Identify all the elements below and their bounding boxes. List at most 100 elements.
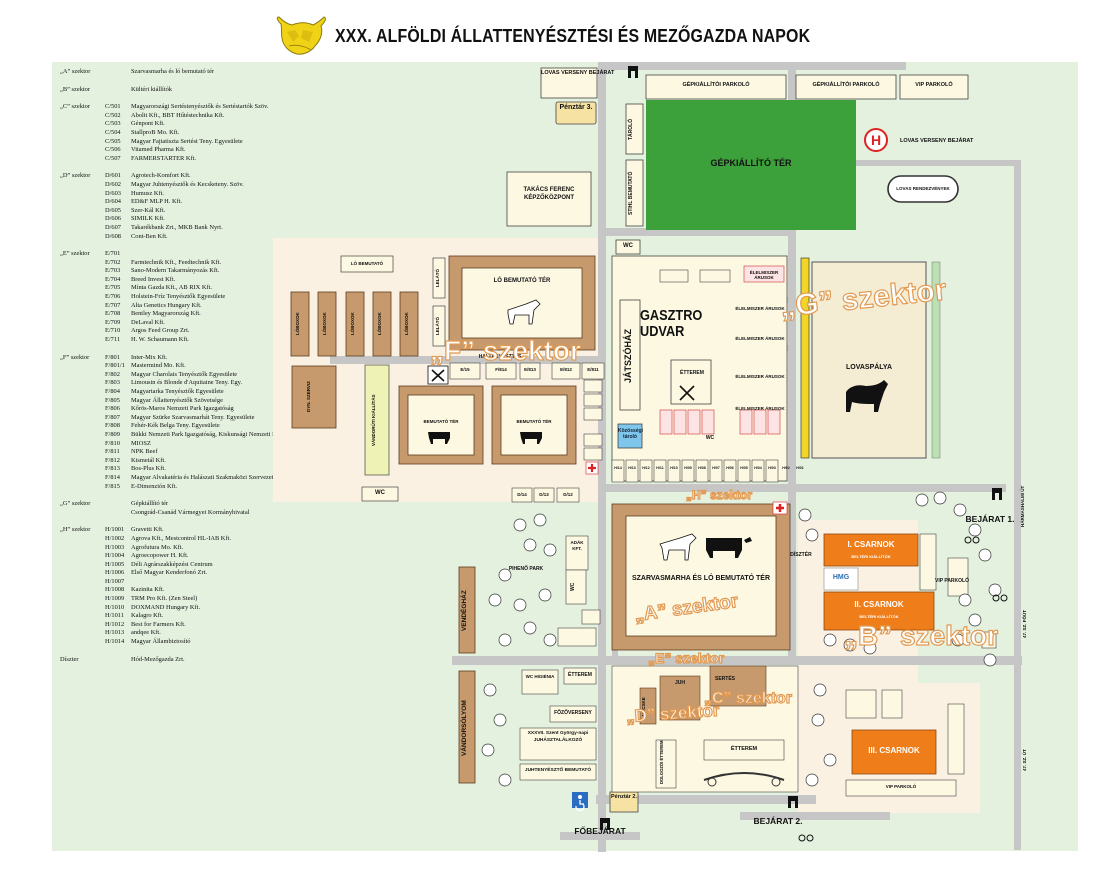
legend-name: Abolit Kft., BBT Hűtéstechnika Kft. xyxy=(131,111,225,119)
helipad-icon xyxy=(864,128,888,152)
wc-label-lower: WC xyxy=(570,582,576,592)
stihl-label: STIHL BEMUTATÓ xyxy=(628,171,634,215)
horse-demo-small-label: LÓ BEMUTATÓ xyxy=(350,261,384,266)
legend-code: F/814 xyxy=(105,473,120,481)
svg-text:H: H xyxy=(871,132,881,148)
hmg-logo-box xyxy=(823,567,859,591)
legend-name: H. W. Schaumann Kft. xyxy=(131,336,189,344)
stall-label: D/13 xyxy=(539,492,549,497)
dyn-service-label: DYN. SZERVIZ xyxy=(306,381,311,413)
road-label-1: HÁRMASHALMI ÚT xyxy=(1020,485,1025,527)
horse-race-entrance-box xyxy=(540,67,598,99)
restaurant-label: ÉTTEREM xyxy=(680,370,704,376)
restaurant-label-cde: ÉTTEREM xyxy=(730,746,758,752)
legend-code: C/505 xyxy=(105,137,121,145)
legend-code: H/1011 xyxy=(105,612,124,620)
legend-code: E/708 xyxy=(105,310,121,318)
carriage-icon xyxy=(703,772,785,781)
legend-code: D/602 xyxy=(105,180,121,188)
horse-icons xyxy=(507,299,697,561)
stand-stripe xyxy=(800,257,810,459)
wc-label-f: WC xyxy=(375,490,385,496)
ticket-office-3-label: Pénztár 3. xyxy=(559,104,593,111)
sheep-demo-box xyxy=(519,763,597,781)
sector-h-label: „H” szektor xyxy=(685,487,753,502)
legend-code: D/604 xyxy=(105,198,121,206)
legend-name: Agroecopower H. Kft. xyxy=(131,552,189,560)
legend-name: Magyar Charolais Tenyésztők Egyesülete xyxy=(131,370,238,378)
legend-name: Takarékbank Zrt., MKB Bank Nyrt. xyxy=(131,223,223,231)
h-stall-label: H/02 xyxy=(782,466,790,470)
horse-box-label-4: LÓBOXOK xyxy=(377,312,382,336)
legend-name: Magyar Állattenyésztők Szövetsége xyxy=(131,396,223,404)
storage-box xyxy=(625,103,644,155)
legend-code: F/807 xyxy=(105,413,120,421)
staff-restaurant-label: DOLGOZÓI ÉTTEREM xyxy=(659,740,664,784)
stall-label: D/12 xyxy=(563,492,573,497)
legend-code: F/806 xyxy=(105,405,120,413)
hall-2 xyxy=(823,591,935,631)
legend-code: H/1003 xyxy=(105,543,125,551)
horse-track-label: LOVASPÁLYA xyxy=(845,364,893,371)
legend-code: D/608 xyxy=(105,232,121,240)
legend-name: andqee Kft. xyxy=(131,629,161,637)
h-stall-label: H/09 xyxy=(684,466,692,470)
rest-park-label: PIHENŐ PARK xyxy=(508,566,544,572)
legend-row: Csongrád-Csanád Vármegyei Kormányhivatal xyxy=(60,509,380,518)
food-vendors-label-3: ÉLELMISZER ÁRUSOK xyxy=(735,336,785,341)
playhouse-box xyxy=(619,299,641,411)
legend-name: Cont-Ben Kft. xyxy=(131,232,168,240)
wc-box-f xyxy=(361,486,399,502)
horse-track xyxy=(811,261,927,459)
legend-code: C/503 xyxy=(105,120,121,128)
shepherd-meeting-label: XXXVII. Szent György-napi JUHÁSZTALÁLKOZ… xyxy=(527,731,589,743)
h-stall-label: H/08 xyxy=(698,466,706,470)
machine-exhibitor-parking-2 xyxy=(795,74,897,100)
stall-label: E/811 xyxy=(587,367,599,372)
horse-race-entrance-label-2: LOVAS VERSENY BEJÁRAT xyxy=(900,138,974,144)
legend-name: Agrotech-Komfort Kft. xyxy=(131,172,191,180)
guesthouse-box xyxy=(458,566,476,654)
legend-name: Gravetti Kft. xyxy=(131,526,164,534)
legend-code: H/1010 xyxy=(105,603,125,611)
guesthouse-label: VENDÉGHÁZ xyxy=(461,590,468,632)
horse-icon xyxy=(846,380,888,412)
legend-name: Kőrös-Maros Nemzeti Park Igazgatóság xyxy=(131,405,234,413)
legend-name: Argos Feed Group Zrt. xyxy=(131,327,190,335)
cattle-icons xyxy=(428,432,752,558)
legend-name: Kalagro Kft. xyxy=(131,612,164,620)
road-label-2: 47. SZ. FŐÚT xyxy=(1022,610,1027,639)
legend-name: Kültéri kiállítók xyxy=(131,85,172,93)
shepherd-meeting-box xyxy=(519,727,597,761)
traveling-exhibition-box xyxy=(364,364,390,476)
sheep-label: JUH xyxy=(674,680,685,686)
legend-code: F/815 xyxy=(105,482,120,490)
stall-label: D/14 xyxy=(517,492,527,497)
legend-code: E/704 xyxy=(105,275,121,283)
wc-hygiene-label: WC HIGIÉNIA xyxy=(525,674,555,679)
cooking-contest-box xyxy=(549,705,597,723)
legend-sector: „E” szektor xyxy=(60,250,90,258)
legend-name: Sano-Modern Takarmányozás Kft. xyxy=(131,267,220,275)
h-stall-label: H/13 xyxy=(628,466,636,470)
vip-parking-right-label: VIP PARKOLÓ xyxy=(935,578,969,584)
hall-2-label: II. CSARNOK xyxy=(854,600,904,609)
h-stall-label: H/11 xyxy=(656,466,664,470)
